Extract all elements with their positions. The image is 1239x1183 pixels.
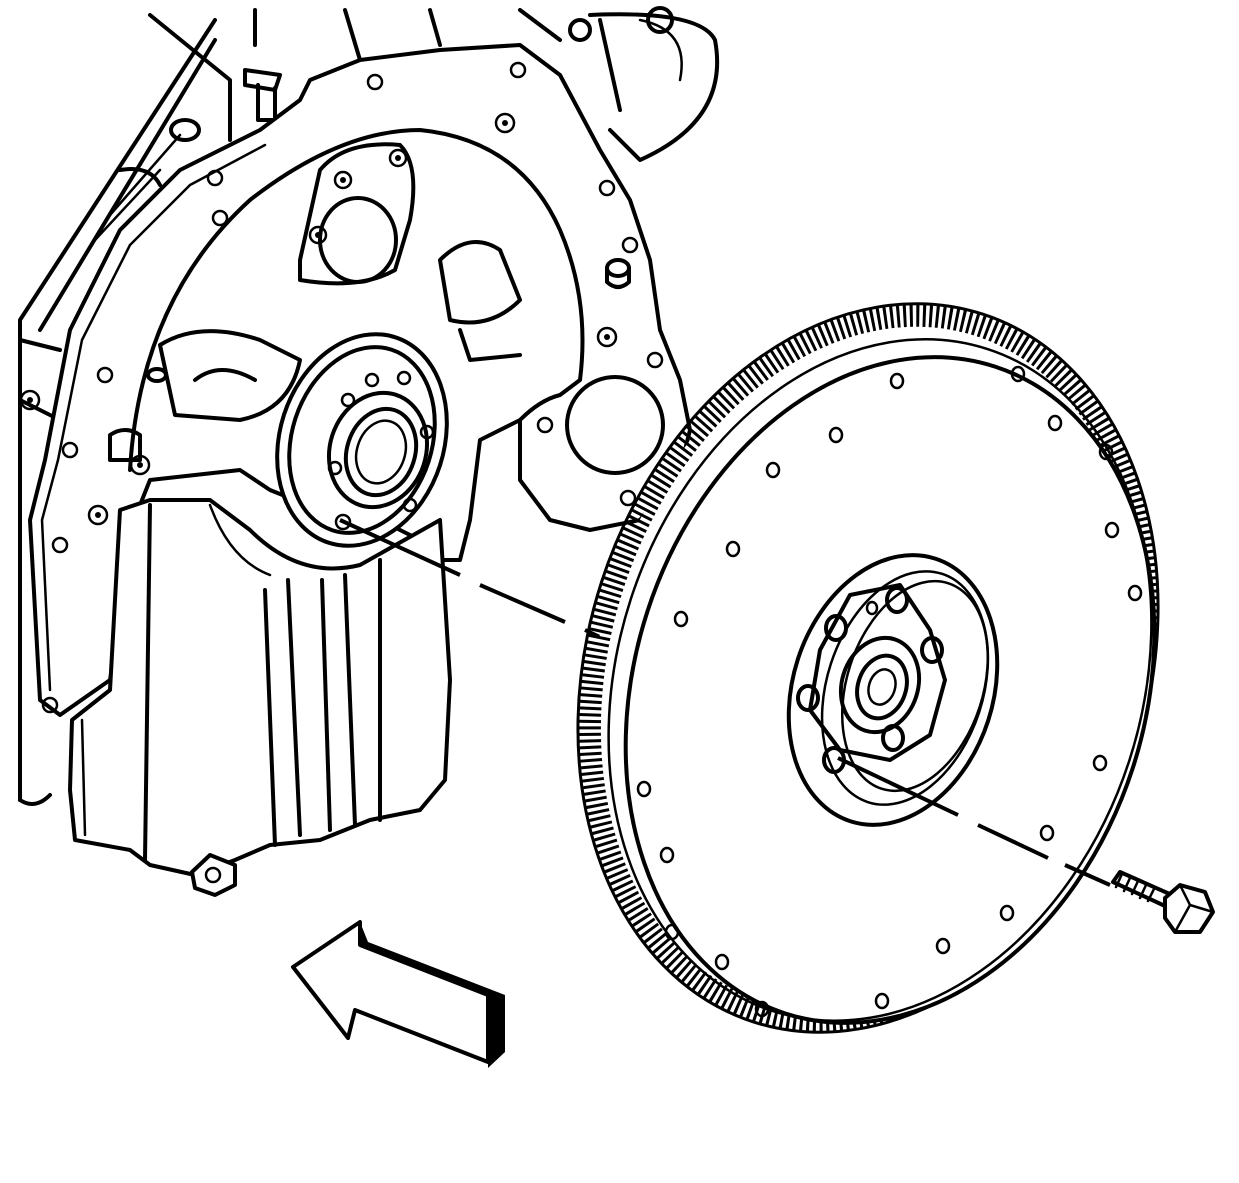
engine-block	[18, 6, 720, 806]
flywheel-bolt	[1111, 870, 1215, 934]
arrow-left-icon	[291, 920, 505, 1068]
flywheel	[576, 302, 1160, 1034]
crankshaft-flange	[275, 332, 449, 548]
flywheel-holes	[636, 365, 1143, 1018]
alignment-line-bolt	[837, 756, 1111, 887]
flywheel-hub	[786, 553, 1000, 827]
engine-castings	[108, 142, 522, 476]
plate-bolt-holes	[19, 61, 664, 714]
oil-pan	[68, 498, 452, 897]
